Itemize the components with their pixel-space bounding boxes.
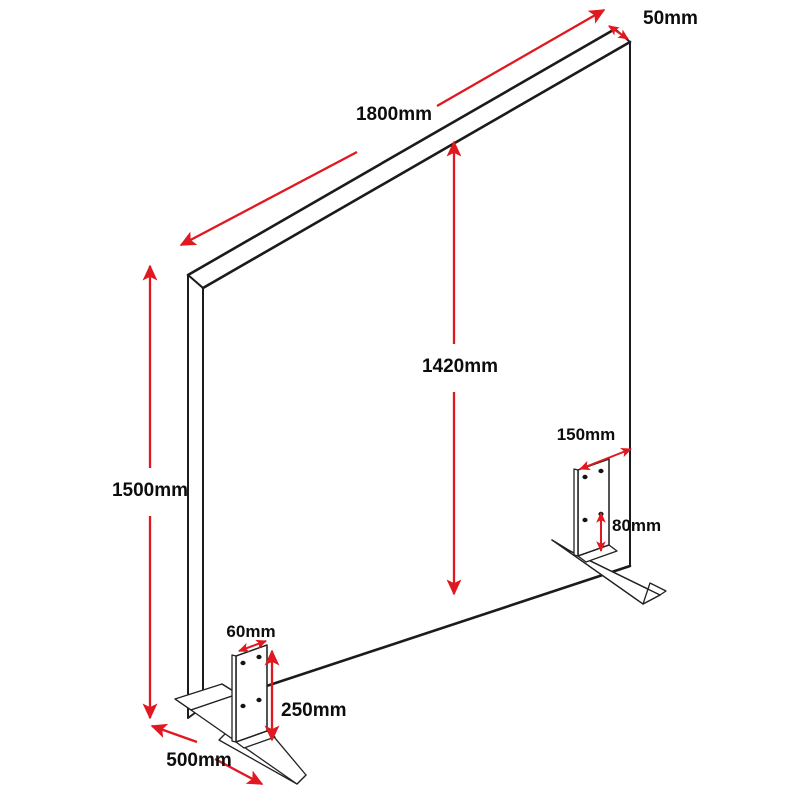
dim-arrow-1800-lower <box>179 150 358 247</box>
dimension-label-panel-overall-height: 1500mm <box>112 480 188 501</box>
dimension-panel-width <box>179 9 606 247</box>
dim-arrow-50 <box>608 25 629 40</box>
panel-front-face <box>202 41 631 708</box>
panel-top-back-edge <box>186 27 617 277</box>
bolt-hole-right-2 <box>598 468 604 474</box>
dimension-label-bracket-right-offset: 80mm <box>612 516 661 535</box>
screen-panel <box>186 27 632 719</box>
dimension-bracket-left-width <box>238 639 267 653</box>
dimension-foot-depth <box>150 723 264 786</box>
bolt-hole-left-1 <box>240 660 246 666</box>
dimension-label-bracket-right-width: 150mm <box>557 425 616 444</box>
foot-left-edge-a <box>174 698 192 711</box>
dimension-label-panel-face-height: 1420mm <box>422 356 498 377</box>
panel-top-front-edge <box>201 40 632 290</box>
bolt-hole-right-1 <box>582 474 588 480</box>
panel-left-edge-face <box>187 274 204 719</box>
dimension-label-bracket-left-height: 250mm <box>281 700 347 721</box>
bolt-hole-left-3 <box>240 703 246 709</box>
foot-right-edge-c <box>551 539 644 605</box>
dim-arrow-500-downright <box>214 757 264 786</box>
dim-arrow-60 <box>238 639 267 653</box>
dim-arrow-1800-upper <box>436 9 606 107</box>
bracket-right-plate-face <box>577 458 610 557</box>
dimension-label-bracket-left-width: 60mm <box>226 622 275 641</box>
dimension-label-foot-depth: 500mm <box>166 750 232 771</box>
dim-arrow-150 <box>579 448 632 470</box>
dimension-bracket-right-width <box>579 448 632 470</box>
bolt-hole-left-4 <box>256 697 262 703</box>
bolt-hole-right-3 <box>582 517 588 523</box>
dim-arrow-500-upleft <box>150 723 198 744</box>
foot-right-tip <box>642 582 667 605</box>
bolt-hole-left-2 <box>256 654 262 660</box>
dimension-panel-thickness <box>608 25 629 40</box>
dimension-label-panel-width: 1800mm <box>356 104 432 125</box>
bracket-left-plate-face <box>235 644 268 743</box>
mounting-bracket-left <box>231 644 276 749</box>
dimension-label-panel-thickness: 50mm <box>643 8 698 29</box>
